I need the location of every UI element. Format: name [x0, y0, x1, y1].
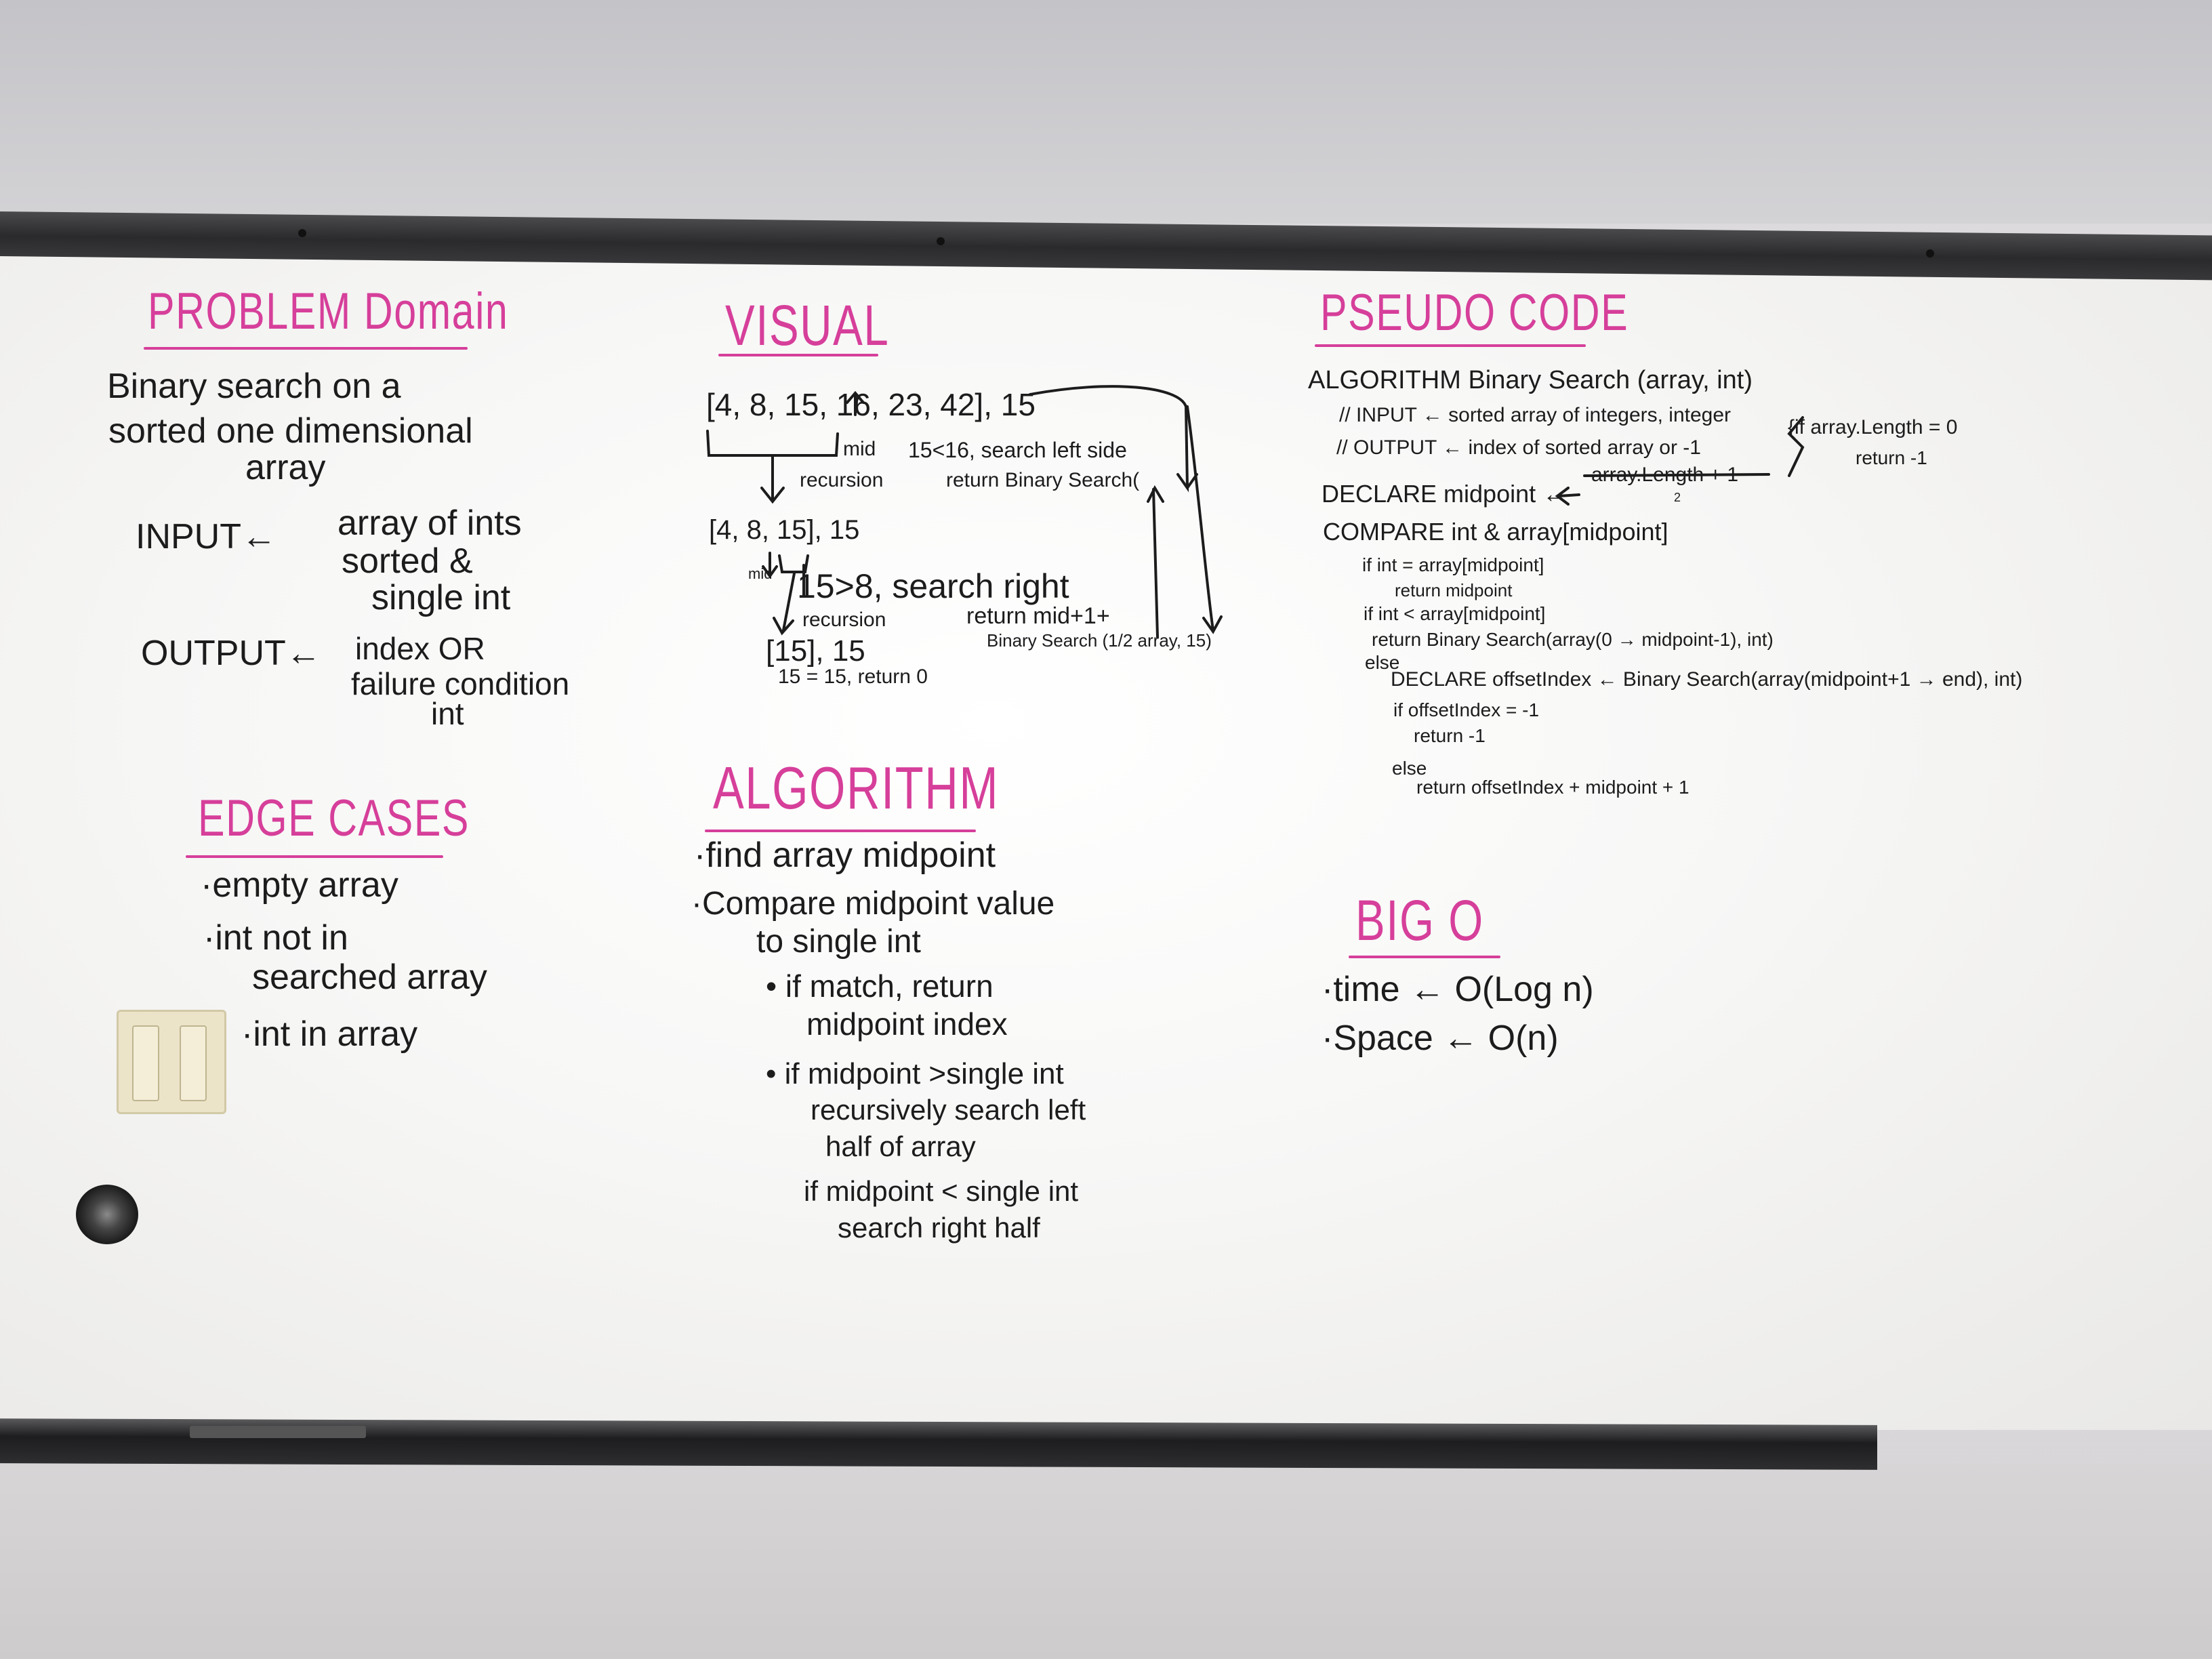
algorithm-step: half of array — [825, 1130, 976, 1162]
bracket-stroke — [778, 554, 809, 573]
algorithm-step: if midpoint < single int — [804, 1175, 1079, 1207]
algorithm-step: • if midpoint >single int — [766, 1057, 1064, 1090]
brace-stroke — [1787, 416, 1805, 477]
heading-underline — [1315, 344, 1586, 347]
algorithm-step: • if match, return — [766, 968, 994, 1004]
visual-return: Binary Search (1/2 array, 15) — [987, 630, 1212, 651]
visual-mid-label: mid — [843, 438, 876, 460]
pseudo-fraction-den: 2 — [1674, 491, 1681, 504]
output-label: OUTPUT← — [141, 634, 321, 673]
visual-return: return mid+1+ — [966, 603, 1110, 629]
big-o-item: ·Space ← O(n) — [1322, 1019, 1559, 1058]
pseudo-line: return Binary Search(array(0 → midpoint-… — [1372, 629, 1774, 650]
visual-array-2: [4, 8, 15], 15 — [709, 515, 860, 545]
visual-array-3: [15], 15 — [766, 634, 865, 668]
edge-case-item: ·int not in — [203, 918, 348, 958]
rail-screw — [937, 237, 945, 245]
whiteboard — [0, 251, 2212, 1430]
input-text: array of ints — [337, 504, 522, 543]
problem-text: array — [245, 448, 326, 487]
pseudo-line: else — [1392, 758, 1427, 779]
output-text: int — [431, 696, 464, 731]
pseudo-line: COMPARE int & array[midpoint] — [1323, 518, 1668, 546]
arrow-stroke — [1147, 485, 1164, 638]
visual-recursion: recursion — [800, 469, 884, 491]
arrow-stroke — [1555, 487, 1580, 506]
light-switch[interactable] — [180, 1025, 207, 1101]
arrow-stroke — [760, 455, 785, 504]
visual-recursion: recursion — [802, 609, 886, 631]
arrow-stroke — [773, 572, 796, 636]
heading-pseudo-code: PSEUDO CODE — [1320, 284, 1629, 342]
algorithm-step: ·Compare midpoint value — [691, 886, 1055, 922]
pseudo-line: if int = array[midpoint] — [1362, 554, 1544, 575]
arrow-stroke — [846, 390, 865, 416]
light-switch[interactable] — [132, 1025, 159, 1101]
problem-text: sorted one dimensional — [108, 411, 473, 451]
input-text: sorted & — [342, 541, 473, 581]
algorithm-step: to single int — [756, 924, 921, 960]
heading-problem-domain: PROBLEM Domain — [148, 283, 509, 340]
algorithm-step: search right half — [838, 1212, 1040, 1244]
wall-lower — [0, 1464, 2212, 1659]
big-o-item: ·time ← O(Log n) — [1322, 970, 1594, 1009]
rail-screw — [1926, 249, 1934, 258]
pseudo-side-note: {if array.Length = 0 — [1788, 416, 1958, 438]
heading-algorithm: ALGORITHM — [713, 754, 1000, 821]
heading-underline — [718, 354, 878, 356]
edge-case-item: ·int in array — [241, 1015, 418, 1054]
heading-underline — [705, 830, 976, 832]
pseudo-line: // INPUT ← sorted array of integers, int… — [1339, 404, 1732, 426]
algorithm-step: ·find array midpoint — [694, 836, 996, 875]
pseudo-line: ALGORITHM Binary Search (array, int) — [1308, 366, 1753, 394]
pseudo-line: DECLARE midpoint ← — [1322, 480, 1568, 508]
pseudo-line: DECLARE offsetIndex ← Binary Search(arra… — [1391, 668, 2023, 691]
algorithm-step: midpoint index — [806, 1006, 1008, 1042]
visual-return: return Binary Search( — [946, 469, 1140, 491]
problem-text: Binary search on a — [107, 367, 401, 406]
light-switch-plate — [117, 1010, 226, 1114]
heading-underline — [1349, 956, 1500, 958]
edge-case-item: ·empty array — [201, 865, 398, 905]
bracket-stroke — [706, 430, 839, 457]
heading-edge-cases: EDGE CASES — [198, 790, 470, 847]
input-text: single int — [371, 578, 511, 617]
door-stop — [76, 1185, 138, 1244]
visual-compare: 15>8, search right — [797, 567, 1069, 605]
pseudo-line: if offsetIndex = -1 — [1393, 699, 1540, 720]
pseudo-line: if int < array[midpoint] — [1364, 603, 1546, 624]
input-label: INPUT← — [136, 517, 276, 556]
arrow-stroke — [1029, 385, 1198, 493]
pseudo-line: return -1 — [1414, 725, 1486, 746]
fraction-bar-stroke — [1583, 473, 1770, 477]
wall-upper — [0, 0, 2212, 224]
output-text: index OR — [355, 631, 485, 666]
pseudo-line: // OUTPUT ← index of sorted array or -1 — [1336, 436, 1701, 459]
visual-array: [4, 8, 15, 16, 23, 42], 15 — [706, 387, 1036, 422]
visual-result: 15 = 15, return 0 — [778, 665, 928, 688]
pseudo-line: return offsetIndex + midpoint + 1 — [1416, 777, 1689, 798]
heading-underline — [144, 347, 468, 350]
heading-underline — [186, 855, 443, 858]
output-text: failure condition — [351, 666, 570, 701]
eraser — [190, 1426, 366, 1438]
visual-note: 15<16, search left side — [908, 438, 1127, 462]
arrow-stroke — [762, 552, 778, 579]
heading-big-o: BIG O — [1355, 888, 1484, 952]
pseudo-line: else — [1365, 652, 1400, 673]
pseudo-line: return midpoint — [1395, 580, 1513, 600]
heading-visual: VISUAL — [725, 293, 890, 357]
edge-case-item: searched array — [252, 958, 487, 997]
rail-screw — [298, 229, 306, 237]
pseudo-side-note: return -1 — [1856, 447, 1927, 468]
arrow-stroke — [1186, 405, 1223, 634]
algorithm-step: recursively search left — [811, 1094, 1086, 1126]
